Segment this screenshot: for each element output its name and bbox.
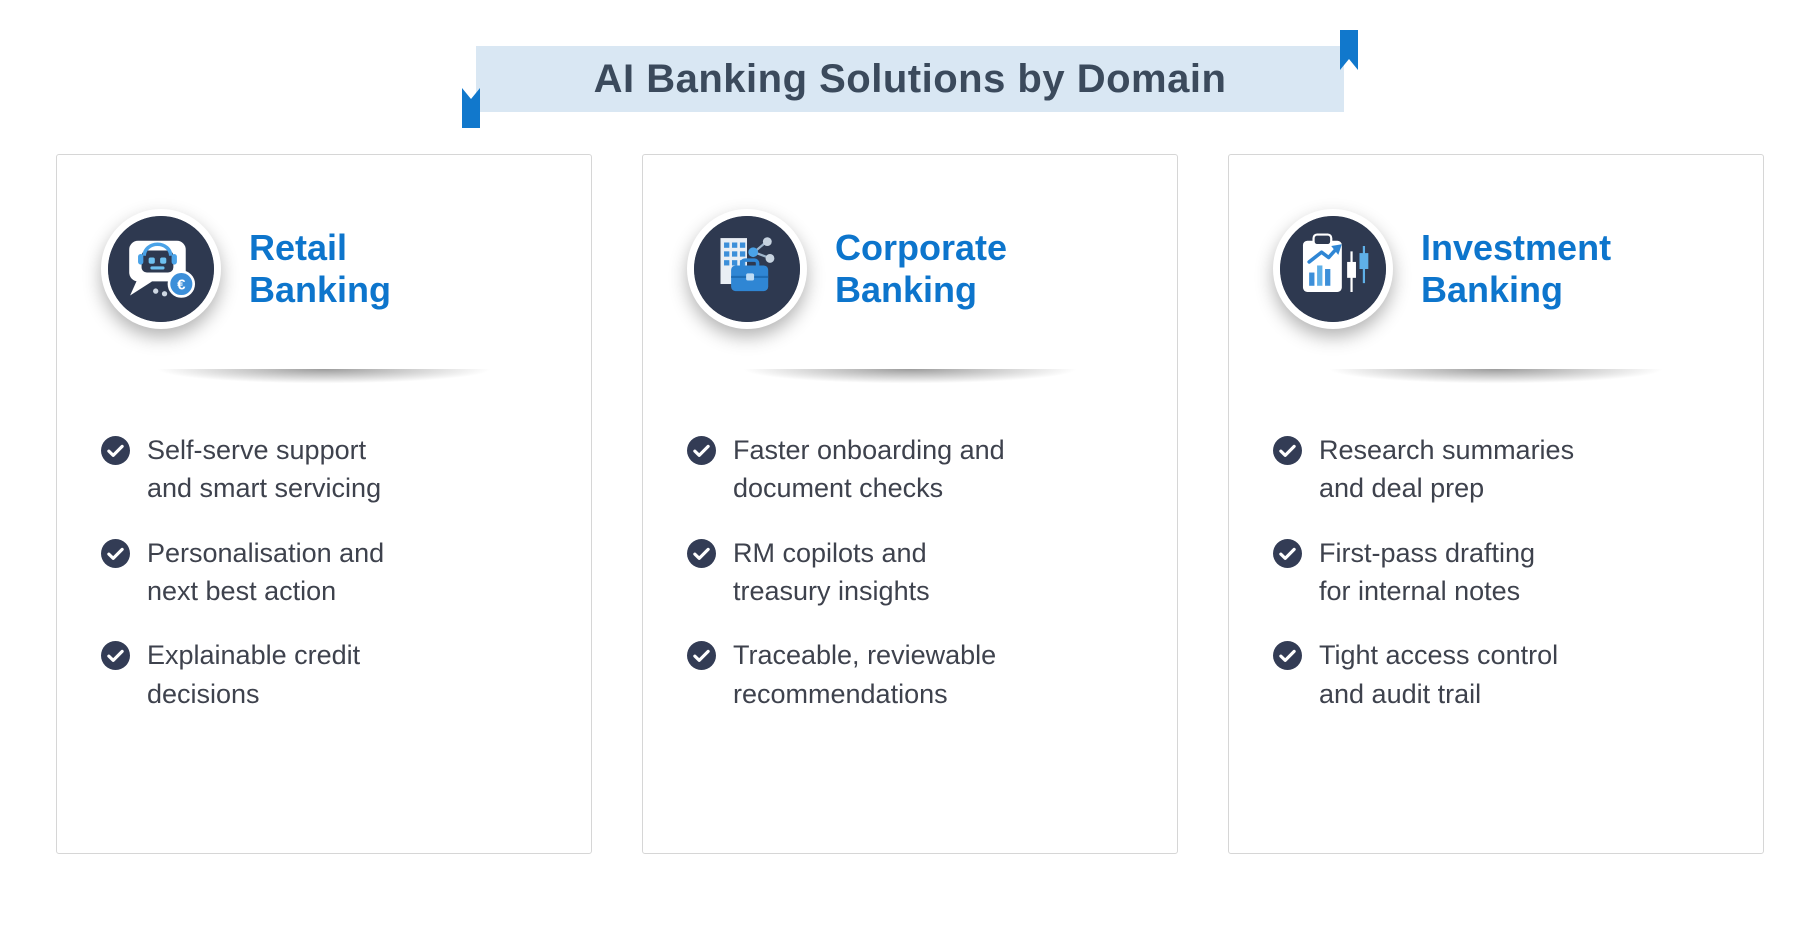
bullet-text: Tight access control and audit trail [1319, 640, 1559, 709]
page-title: AI Banking Solutions by Domain [593, 56, 1227, 101]
title-banner: AI Banking Solutions by Domain [462, 30, 1358, 128]
check-icon [101, 538, 130, 568]
bullet-list: Faster onboarding and document checks RM… [687, 431, 1133, 713]
header-shadow-divider [101, 369, 547, 389]
header-shadow-divider [1273, 369, 1719, 389]
list-item: Personalisation and next best action [101, 534, 547, 611]
bullet-list: Self-serve support and smart servicing P… [101, 431, 547, 713]
list-item: First-pass drafting for internal notes [1273, 534, 1719, 611]
check-icon [1273, 436, 1302, 465]
bullet-text: First-pass drafting for internal notes [1319, 537, 1536, 606]
banner-corner-accent-top-right-icon [1340, 30, 1358, 70]
card-header: Investment Banking [1273, 209, 1719, 329]
chatbot-euro-icon: € [101, 209, 221, 329]
cards-row: € Retail Banking Self-serve support and … [0, 154, 1820, 854]
card-title: Investment Banking [1421, 226, 1612, 310]
bullet-text: Self-serve support and smart servicing [147, 435, 382, 504]
clipboard-chart-icon [1273, 209, 1393, 329]
list-item: Traceable, reviewable recommendations [687, 636, 1133, 713]
card-title: Retail Banking [249, 226, 392, 310]
check-icon [1273, 641, 1302, 671]
check-icon [687, 641, 716, 671]
infographic-page: AI Banking Solutions by Domain [0, 30, 1820, 946]
list-item: Faster onboarding and document checks [687, 431, 1133, 508]
list-item: Self-serve support and smart servicing [101, 431, 547, 508]
svg-text:€: € [177, 276, 186, 293]
bullet-text: Traceable, reviewable recommendations [733, 640, 997, 709]
bullet-text: Personalisation and next best action [147, 537, 385, 606]
bullet-list: Research summaries and deal prep First-p… [1273, 431, 1719, 713]
card-title: Corporate Banking [835, 226, 1008, 310]
list-item: Research summaries and deal prep [1273, 431, 1719, 508]
list-item: Explainable credit decisions [101, 636, 547, 713]
check-icon [1273, 538, 1302, 568]
check-icon [687, 436, 716, 465]
bullet-text: Faster onboarding and document checks [733, 435, 1005, 504]
bullet-text: Explainable credit decisions [147, 640, 361, 709]
list-item: RM copilots and treasury insights [687, 534, 1133, 611]
bullet-text: RM copilots and treasury insights [733, 537, 930, 606]
card-investment-banking: Investment Banking Research summaries an… [1228, 154, 1764, 854]
banner-corner-accent-bottom-left-icon [462, 88, 480, 128]
check-icon [101, 641, 130, 671]
card-header: € Retail Banking [101, 209, 547, 329]
card-corporate-banking: Corporate Banking Faster onboarding and … [642, 154, 1178, 854]
check-icon [687, 538, 716, 568]
building-briefcase-icon [687, 209, 807, 329]
card-header: Corporate Banking [687, 209, 1133, 329]
bullet-text: Research summaries and deal prep [1319, 435, 1575, 504]
card-retail-banking: € Retail Banking Self-serve support and … [56, 154, 592, 854]
check-icon [101, 436, 130, 465]
header-shadow-divider [687, 369, 1133, 389]
list-item: Tight access control and audit trail [1273, 636, 1719, 713]
